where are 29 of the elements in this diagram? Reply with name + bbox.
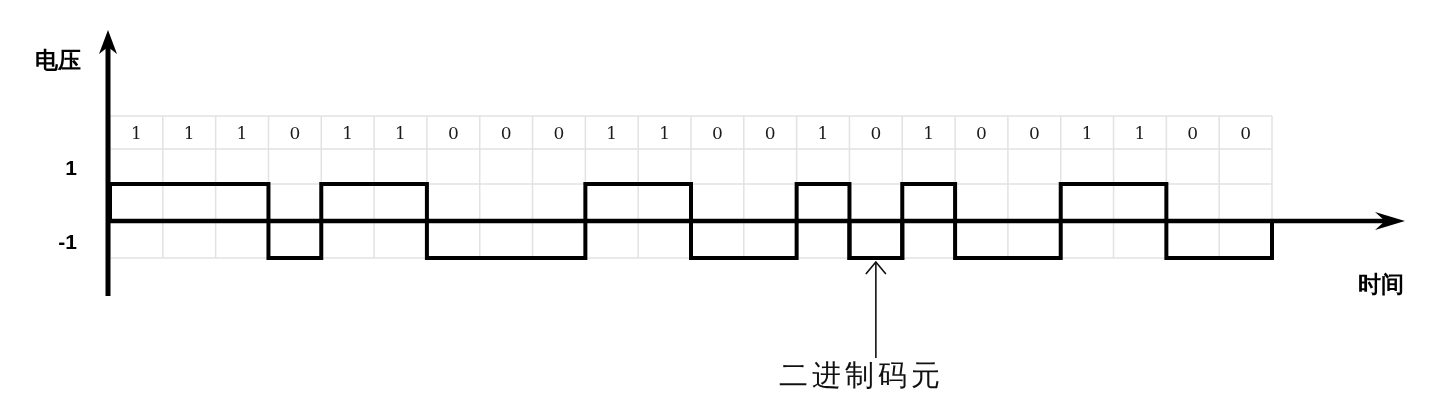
- leader-arrow: [865, 261, 887, 359]
- bit-label: 1: [1081, 122, 1093, 143]
- bit-label: 0: [500, 122, 512, 143]
- bit-label: 0: [1240, 122, 1251, 143]
- bit-label: 0: [289, 122, 301, 143]
- bit-label: 1: [923, 122, 935, 143]
- bit-label: 1: [183, 122, 195, 143]
- y-tick-label: 1: [65, 155, 77, 181]
- bit-label: 0: [447, 122, 459, 143]
- bit-label: 1: [1134, 122, 1146, 143]
- bit-label: 0: [976, 122, 987, 143]
- waveform-segment: [847, 221, 905, 260]
- bit-label: 0: [553, 122, 565, 143]
- y-axis-title: 电压: [35, 47, 81, 75]
- bit-label: 0: [712, 122, 723, 143]
- bit-label: 1: [236, 122, 248, 143]
- bit-label: 1: [395, 122, 406, 143]
- bit-label: 0: [870, 122, 882, 143]
- callout-label: 二进制码元: [778, 358, 944, 393]
- bit-label: 1: [659, 122, 670, 143]
- bit-label: 1: [342, 122, 354, 143]
- bit-label: 1: [606, 122, 618, 143]
- bit-label: 0: [1028, 122, 1040, 143]
- bit-label: 0: [764, 122, 776, 143]
- y-tick-label: -1: [58, 229, 77, 255]
- bit-label: 1: [817, 122, 829, 143]
- x-axis-title: 时间: [1358, 271, 1404, 299]
- bit-label: 1: [131, 122, 142, 143]
- bit-label: 0: [1187, 122, 1199, 143]
